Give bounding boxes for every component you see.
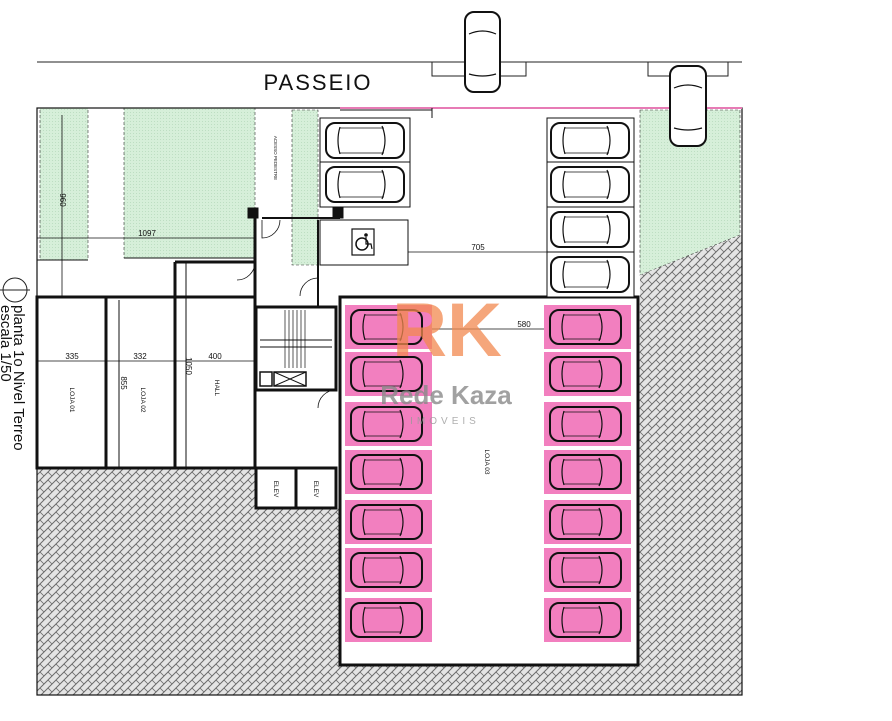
- watermark-logo: RK: [392, 288, 502, 373]
- dim-580: 580: [517, 320, 531, 329]
- car-icon: [350, 309, 423, 345]
- car-icon: [464, 11, 501, 93]
- car-icon: [550, 166, 630, 203]
- car-icon: [350, 552, 423, 588]
- car-icon: [549, 309, 622, 345]
- car-icon: [350, 602, 423, 638]
- room-loja-03: LOJA 03: [483, 450, 490, 475]
- room-loja-01: LOJA 01: [68, 388, 75, 413]
- car-icon: [549, 454, 622, 490]
- watermark-brand: Rede Kaza: [380, 380, 512, 410]
- stairs: [254, 305, 338, 392]
- street-label: PASSEIO: [264, 70, 373, 95]
- dim-960: 960: [58, 193, 67, 207]
- hatched-slab: [37, 235, 742, 695]
- car-icon: [549, 602, 622, 638]
- dim-855: 855: [119, 376, 128, 390]
- plan-caption: planta 1o Nivel Terreo escala 1/50: [0, 277, 30, 451]
- parking-area-loja-03: [338, 295, 640, 667]
- watermark-sub: IMOVEIS: [410, 416, 480, 427]
- car-icon: [350, 504, 423, 540]
- room-elev-1: ELEV: [272, 481, 279, 498]
- car-icon: [325, 122, 405, 159]
- car-icon: [350, 454, 423, 490]
- car-icon: [549, 406, 622, 442]
- wheelchair-icon: [351, 228, 375, 256]
- room-hall: HALL: [213, 380, 220, 397]
- car-icon: [549, 356, 622, 392]
- room-loja-02: LOJA 02: [139, 388, 146, 413]
- dim-1050: 1050: [184, 357, 193, 375]
- caption-scale: escala 1/50: [0, 305, 14, 382]
- pedestrian-access-label: ACESSO PEDESTRE: [273, 136, 278, 180]
- caption-title: planta 1o Nivel Terreo: [10, 305, 27, 451]
- dim-705: 705: [471, 243, 485, 252]
- garden-areas: [39, 107, 741, 276]
- room-elev-2: ELEV: [312, 481, 319, 498]
- car-icon: [549, 552, 622, 588]
- dim-1097: 1097: [138, 229, 156, 238]
- parking-spots: [319, 11, 707, 642]
- car-icon: [350, 406, 423, 442]
- car-icon: [669, 65, 707, 147]
- car-icon: [549, 504, 622, 540]
- dim-400: 400: [208, 352, 222, 361]
- car-icon: [325, 166, 405, 203]
- circulation-core: [236, 207, 344, 510]
- dim-335: 335: [65, 352, 79, 361]
- car-icon: [550, 211, 630, 248]
- car-icon: [550, 122, 630, 159]
- dim-332: 332: [133, 352, 147, 361]
- car-icon: [550, 256, 630, 293]
- car-icon: [350, 356, 423, 392]
